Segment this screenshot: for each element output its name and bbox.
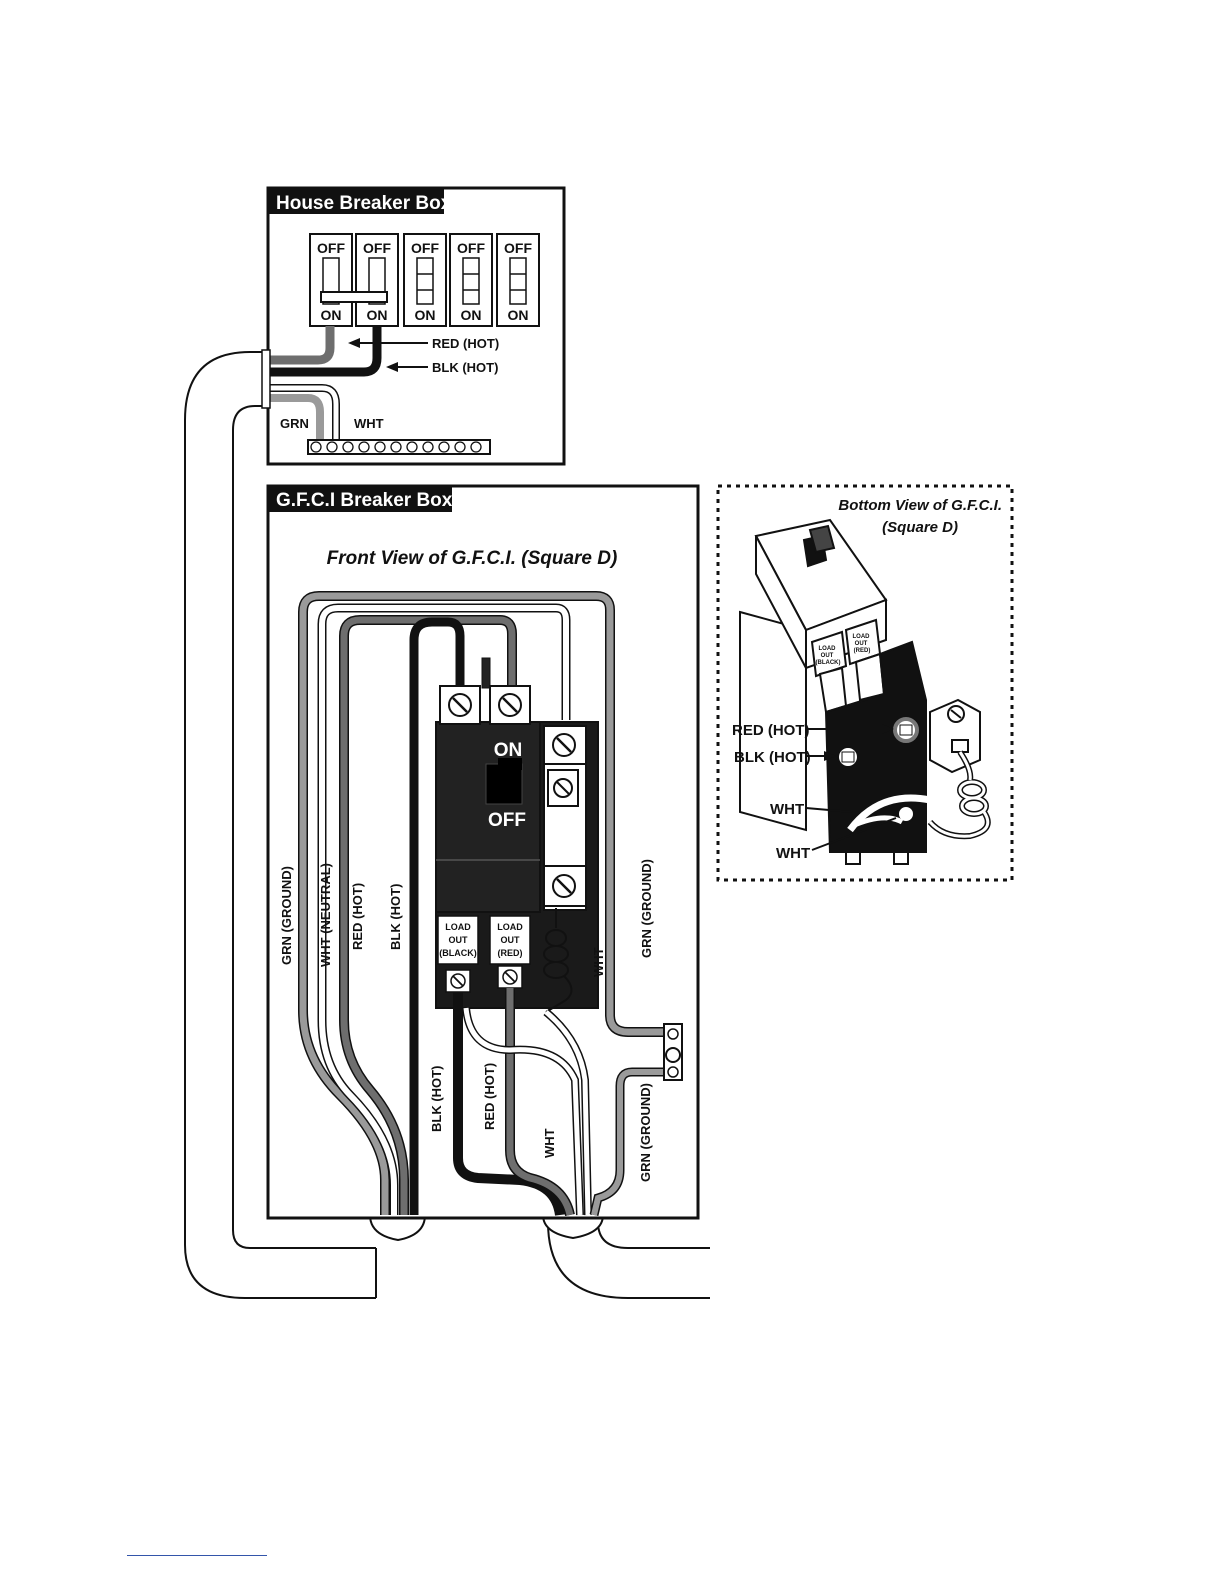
- label-red-hot-bottom: RED (HOT): [482, 1063, 497, 1130]
- gfci-on-label: ON: [494, 740, 523, 761]
- breaker-1[interactable]: OFF ON: [309, 233, 353, 327]
- label-blk-hot-bottom: BLK (HOT): [429, 1066, 444, 1132]
- house-red-label: RED (HOT): [432, 336, 499, 351]
- gfci-breaker-box: G.F.C.I Breaker Box Front View of G.F.C.…: [266, 484, 700, 1220]
- gfci-box-title: G.F.C.I Breaker Box: [276, 490, 453, 511]
- gfci-blk-wire: [409, 617, 465, 1215]
- ground-terminal-block[interactable]: [663, 1023, 683, 1081]
- load-black-line1: LOAD: [445, 922, 471, 932]
- label-wht-neutral: WHT (NEUTRAL): [318, 863, 333, 967]
- load-blk-wire: [453, 992, 565, 1216]
- neutral-terminal-mid[interactable]: [547, 769, 579, 807]
- line-terminal-red[interactable]: [489, 685, 531, 725]
- breaker-1-on-label: ON: [321, 307, 342, 323]
- breaker-2-on-label: ON: [367, 307, 388, 323]
- label-grn-ground-left: GRN (GROUND): [279, 866, 294, 965]
- load-red-line2: OUT: [501, 935, 521, 945]
- bv-wht-label-1: WHT: [770, 801, 804, 818]
- label-blk-hot-left: BLK (HOT): [388, 884, 403, 950]
- bv-blk-label: BLK (HOT): [734, 749, 811, 766]
- house-breaker-box: House Breaker Box OFF ON OFF ON OFF ON O…: [261, 186, 566, 466]
- load-out-red-terminal[interactable]: LOAD OUT (RED): [489, 915, 531, 989]
- breaker-3-off-label: OFF: [411, 240, 439, 256]
- breaker-4-off-label: OFF: [457, 240, 485, 256]
- load-out-black-terminal[interactable]: LOAD OUT (BLACK): [437, 915, 479, 993]
- label-red-hot-left: RED (HOT): [350, 883, 365, 950]
- conduit-left: [184, 351, 427, 1299]
- conduit-right: [541, 1214, 710, 1299]
- bv-load-red-2: OUT: [855, 641, 868, 647]
- neutral-terminal-bottom[interactable]: [543, 865, 587, 907]
- breaker-2[interactable]: OFF ON: [355, 233, 399, 327]
- label-wht-bottom: WHT: [542, 1128, 557, 1158]
- breaker-4[interactable]: OFF ON: [449, 233, 493, 327]
- neutral-terminal-bar: [307, 439, 491, 455]
- bv-load-black-1: LOAD: [819, 646, 837, 652]
- load-black-line3: (BLACK): [439, 948, 477, 958]
- label-grn-ground-right: GRN (GROUND): [639, 859, 654, 958]
- line-terminal-black[interactable]: [439, 685, 481, 725]
- breaker-1-off-label: OFF: [317, 240, 345, 256]
- neutral-terminal-top[interactable]: [543, 725, 587, 765]
- bottom-view-inset: Bottom View of G.F.C.I. (Square D) LOAD …: [716, 484, 1014, 882]
- load-red-line1: LOAD: [497, 922, 523, 932]
- breaker-5-off-label: OFF: [504, 240, 532, 256]
- breaker-3-on-label: ON: [415, 307, 436, 323]
- front-view-title: Front View of G.F.C.I. (Square D): [327, 548, 618, 569]
- bottom-view-title-line1: Bottom View of G.F.C.I.: [838, 497, 1002, 514]
- footnote-rule: [127, 1555, 267, 1556]
- bv-wht-label-2: WHT: [776, 845, 810, 862]
- gfci-handle[interactable]: [485, 763, 523, 805]
- load-red-line3: (RED): [498, 948, 523, 958]
- breaker-3[interactable]: OFF ON: [403, 233, 447, 327]
- house-wht-label: WHT: [354, 416, 384, 431]
- breaker-4-on-label: ON: [461, 307, 482, 323]
- label-wht-pigtail: WHT: [591, 947, 606, 977]
- house-red-wire: [268, 326, 335, 365]
- house-grn-wire: [268, 394, 324, 440]
- house-box-title: House Breaker Box: [276, 193, 452, 214]
- bv-neutral-lug: [929, 698, 981, 774]
- house-blk-wire: [268, 326, 382, 377]
- breaker-5[interactable]: OFF ON: [496, 233, 540, 327]
- breaker-5-on-label: ON: [508, 307, 529, 323]
- gfci-off-label: OFF: [488, 810, 526, 831]
- breaker-tie-bar: [320, 291, 388, 303]
- breaker-2-off-label: OFF: [363, 240, 391, 256]
- bv-load-black-2: OUT: [821, 653, 834, 659]
- label-grn-ground-bottom: GRN (GROUND): [638, 1083, 653, 1182]
- bv-load-red-1: LOAD: [853, 634, 871, 640]
- bv-load-red-3: (RED): [854, 648, 871, 654]
- house-grn-label: GRN: [280, 416, 309, 431]
- house-blk-label: BLK (HOT): [432, 360, 498, 375]
- bv-red-label: RED (HOT): [732, 722, 810, 739]
- bv-load-black-3: (BLACK): [816, 660, 841, 666]
- load-black-line2: OUT: [449, 935, 469, 945]
- bottom-view-title-line2: (Square D): [882, 519, 958, 536]
- white-pigtail-coil: [543, 908, 573, 1013]
